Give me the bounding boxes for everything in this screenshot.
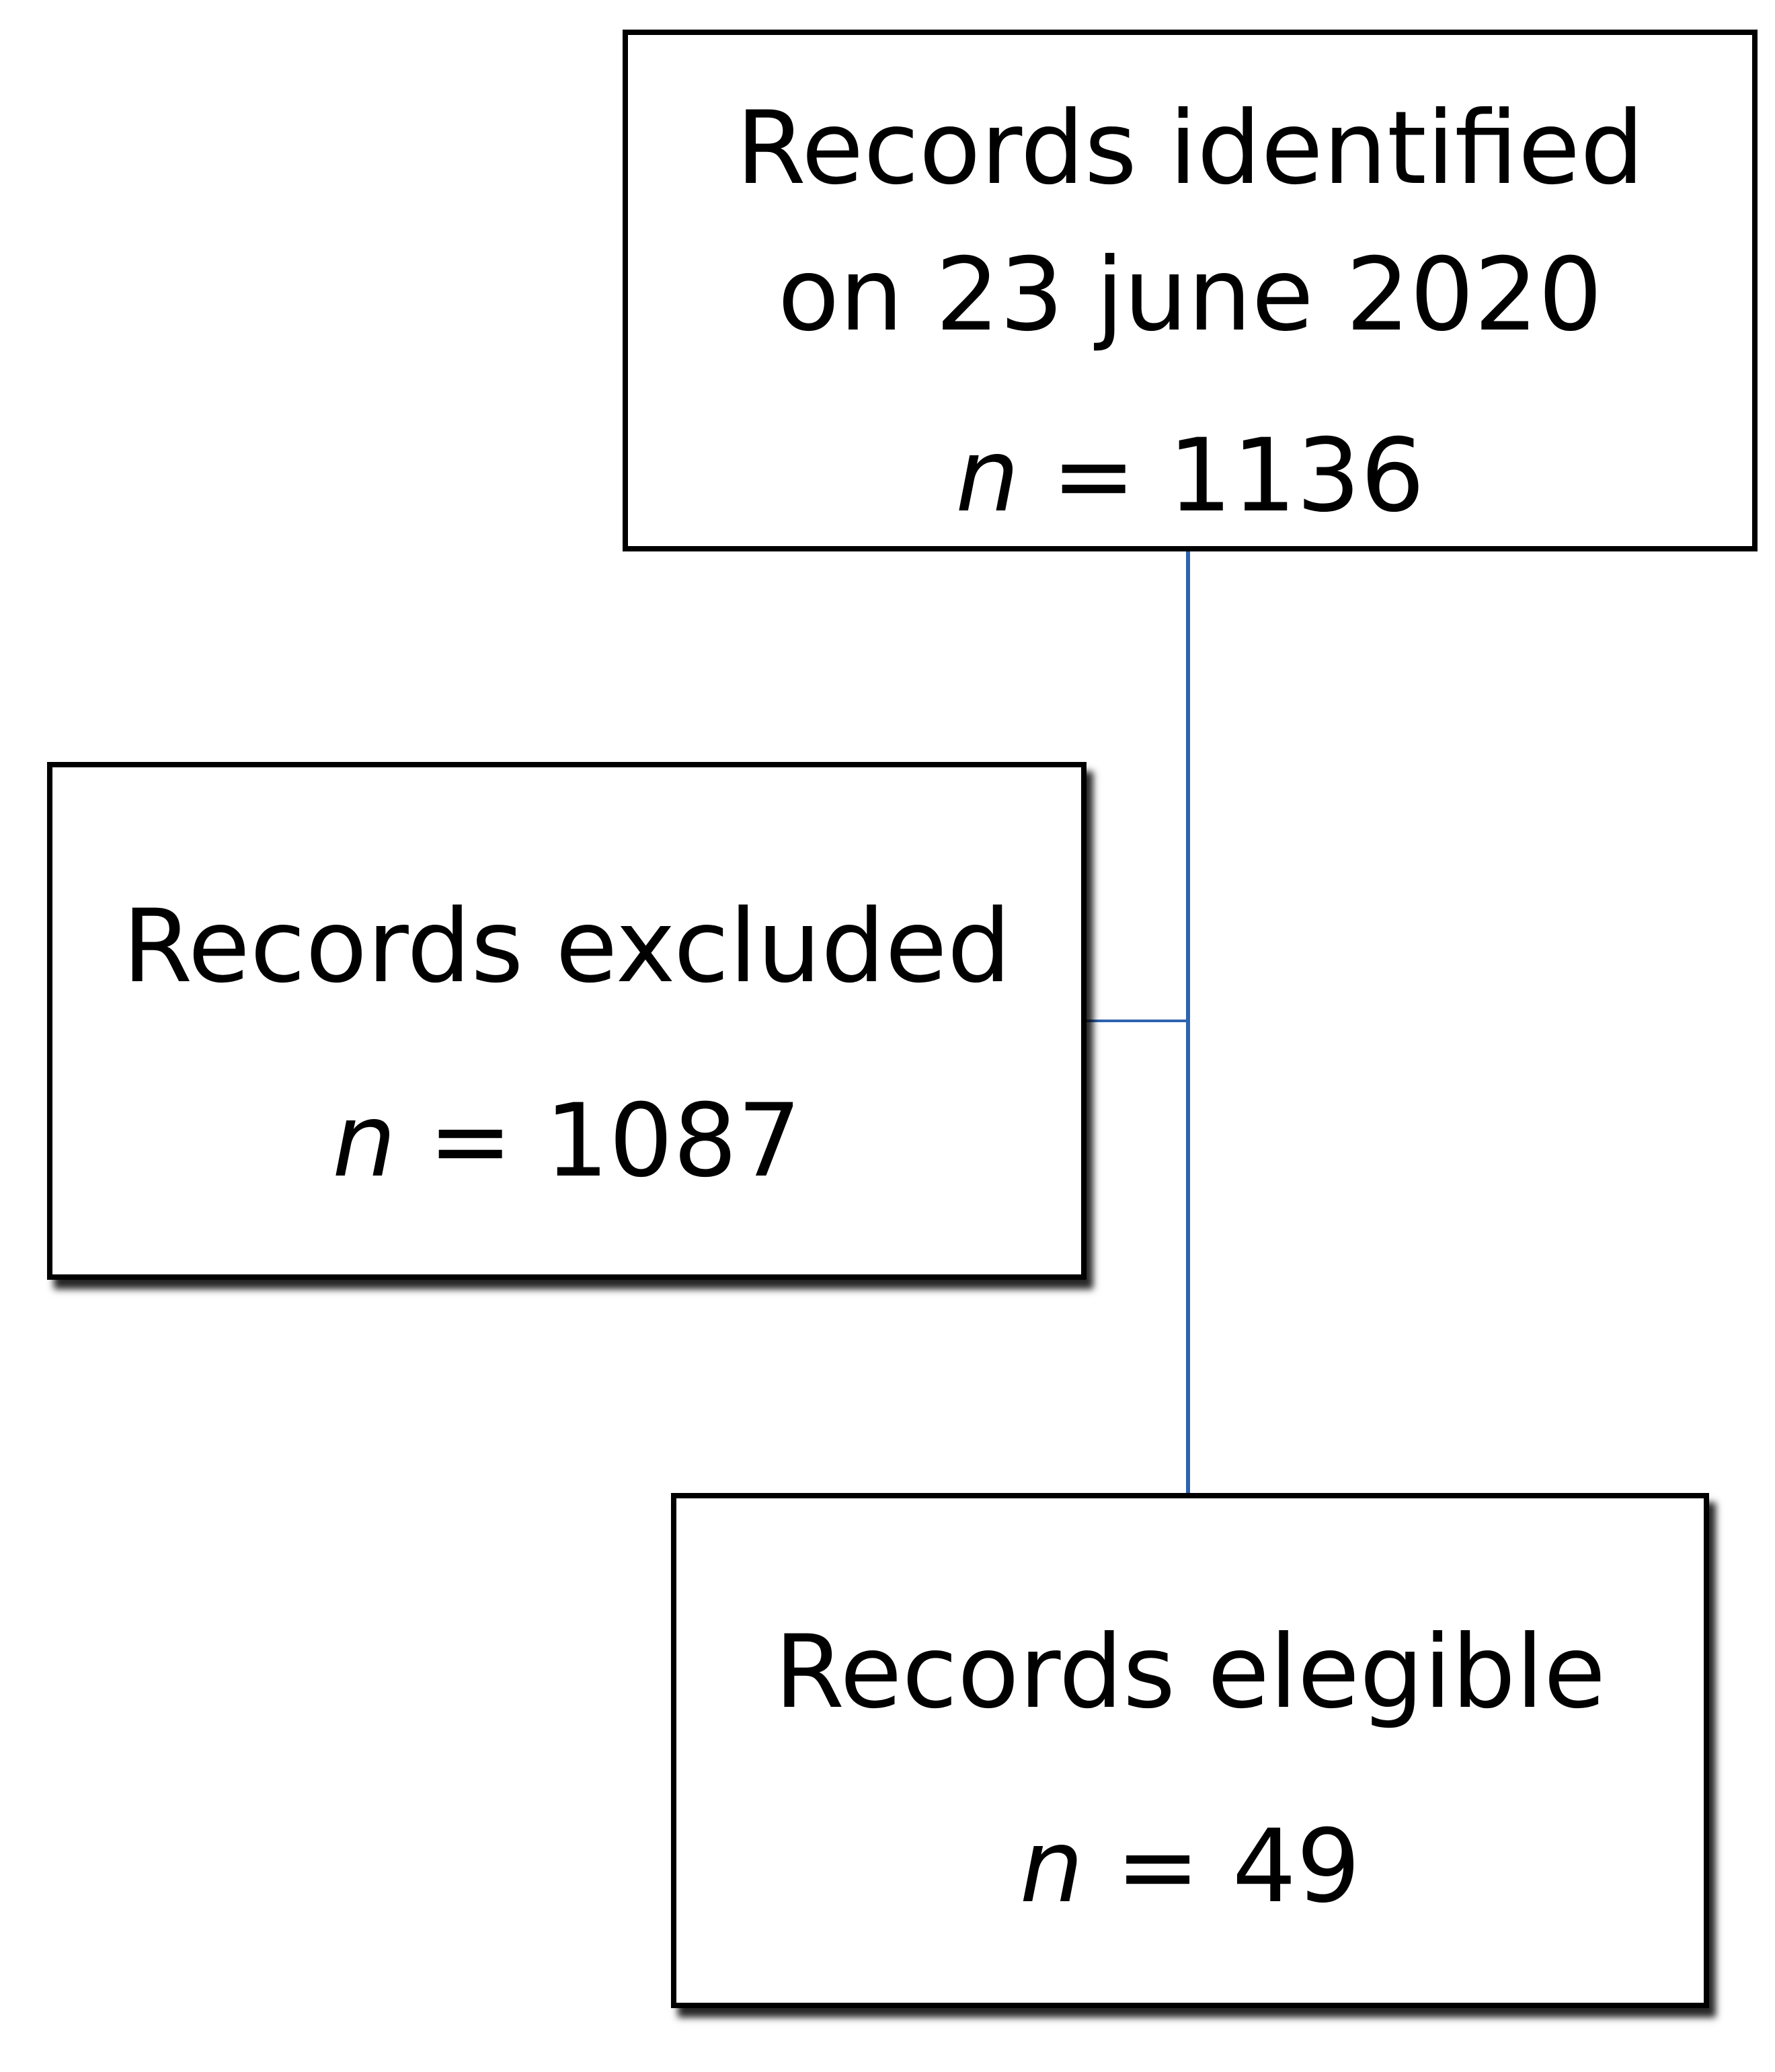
records-excluded-count: n = 1087 — [332, 1074, 801, 1208]
records-excluded-box: Records excluded n = 1087 — [47, 762, 1087, 1280]
records-identified-count-value: = 1136 — [1051, 418, 1425, 535]
records-eligible-count: n = 49 — [1020, 1800, 1361, 1934]
records-eligible-title: Records elegible — [774, 1614, 1606, 1731]
n-symbol: n — [332, 1083, 397, 1200]
records-excluded-count-value: = 1087 — [428, 1083, 801, 1200]
records-identified-count: n = 1136 — [955, 409, 1425, 543]
records-eligible-count-value: = 49 — [1115, 1808, 1361, 1925]
n-symbol: n — [955, 418, 1020, 535]
n-symbol: n — [1019, 1808, 1084, 1925]
records-eligible-box: Records elegible n = 49 — [671, 1493, 1709, 2008]
records-excluded-title: Records excluded — [122, 888, 1011, 1005]
